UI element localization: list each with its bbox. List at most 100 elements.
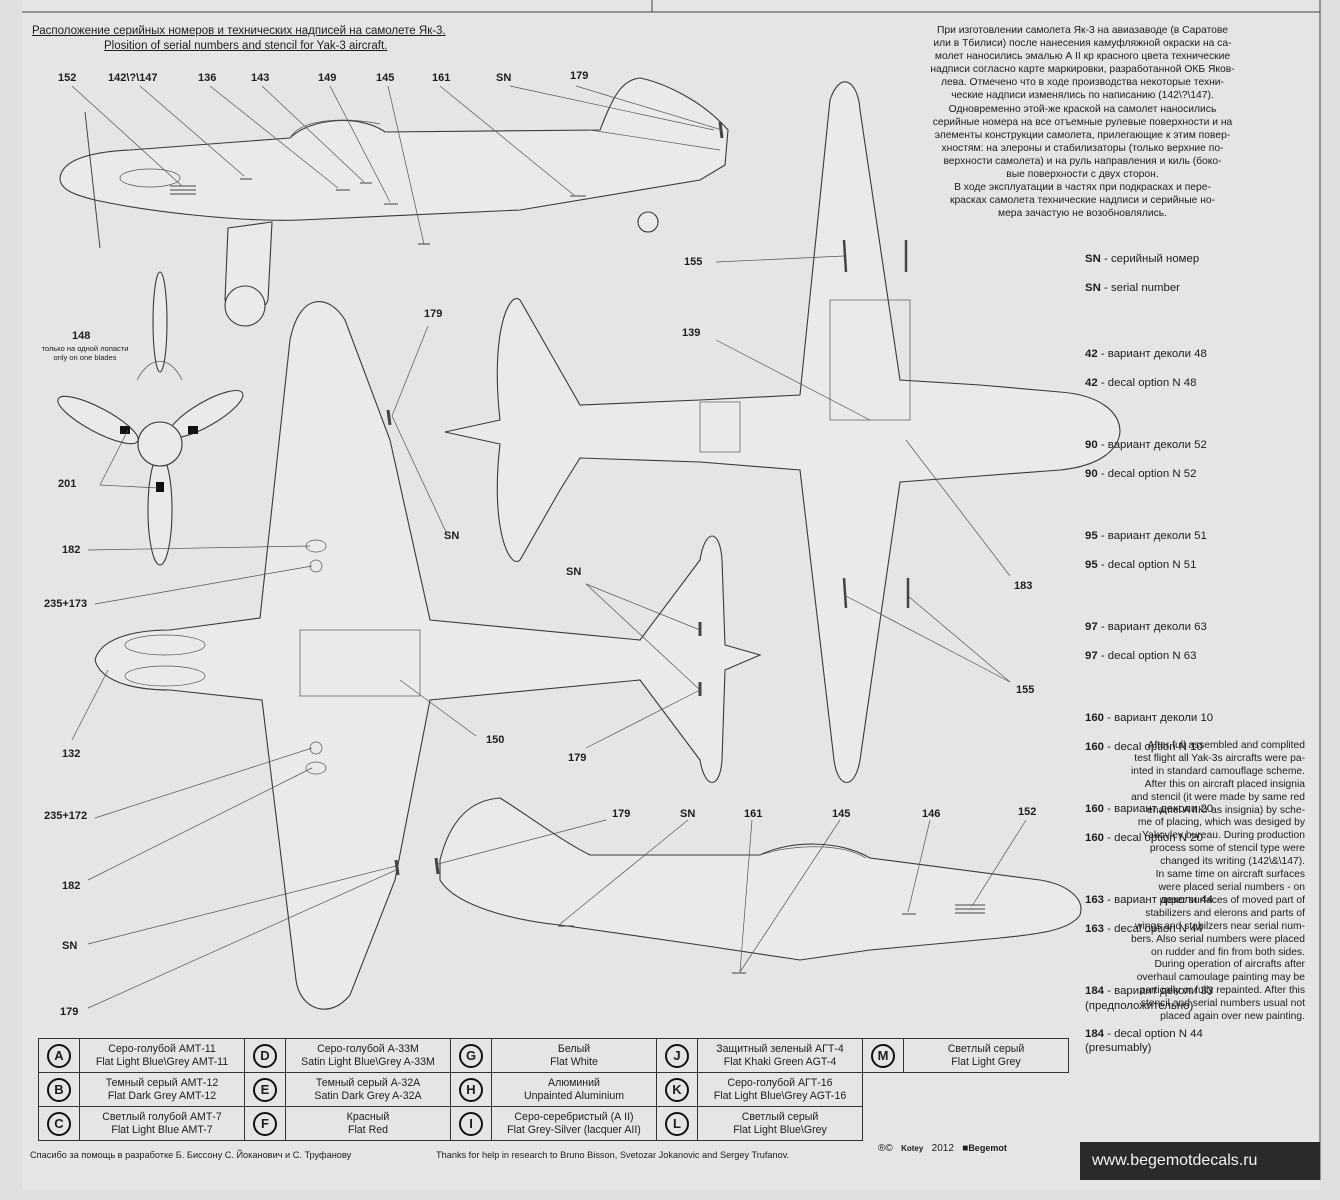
callout-235-173: 235+173: [44, 598, 88, 610]
legend-entry: 160 - вариант деколи 10 160 - decal opti…: [1085, 697, 1285, 768]
title-en: Plosition of serial numbers and stencil …: [104, 40, 388, 52]
legend-code: 184: [1085, 985, 1105, 998]
callout-sn-e: SN: [680, 808, 696, 820]
color-name-ru: Светлый серый: [947, 1042, 1025, 1055]
legend-code: 42: [1085, 348, 1098, 361]
legend-line-ru: 160 - вариант деколи 20: [1085, 803, 1214, 816]
copyright-symbols: ®©: [878, 1143, 893, 1154]
color-name-ru: Серо-голубой АМТ-11: [108, 1042, 216, 1055]
website-link[interactable]: www.begemotdecals.ru: [1092, 1152, 1258, 1169]
callout-161-b: 161: [744, 808, 763, 820]
callout-136: 136: [198, 72, 217, 84]
color-name-en: Flat Light Blue\Grey AMT-11: [95, 1055, 229, 1068]
callout-201: 201: [58, 478, 77, 490]
legend-code: SN: [1085, 253, 1101, 266]
legend-text-ru: вариант деколи 44: [1114, 894, 1214, 907]
color-name-ru: Темный серый А-32А: [315, 1076, 421, 1089]
legend-entry: 163 - вариант деколи 44 163 - decal opti…: [1085, 879, 1285, 950]
color-code-cell: A: [38, 1038, 80, 1073]
notes-ru: При изготовлении самолета Як-3 на авиаза…: [930, 25, 1235, 220]
legend-line-ru: 184 - вариант деколи 33 (предположительн…: [1085, 985, 1214, 1012]
color-code-badge: M: [871, 1043, 895, 1068]
side-view-right: [434, 797, 1082, 974]
legend-code: 95: [1085, 530, 1098, 543]
legend-line-en: 160 - decal option N 20: [1085, 831, 1203, 844]
legend-entry: SN - серийный номер SN - serial number: [1085, 238, 1285, 309]
callout-148-note: только на одной лопасти only on one blad…: [30, 344, 140, 362]
legend-code: 97: [1085, 621, 1098, 634]
callout-148: 148: [72, 330, 91, 342]
callout-152: 152: [58, 72, 77, 84]
publisher-mark: ®© Kotey 2012 ■Begemot: [878, 1143, 1007, 1154]
legend-line-ru: 97 - вариант деколи 63: [1085, 621, 1207, 634]
callout-143: 143: [251, 72, 270, 84]
legend-code: 160: [1085, 803, 1105, 816]
color-code-cell: K: [656, 1072, 698, 1107]
legend-line-en: 97 - decal option N 63: [1085, 649, 1197, 662]
callout-139: 139: [682, 327, 701, 339]
legend-text-en: serial number: [1110, 281, 1180, 294]
thanks-ru: Спасибо за помощь в разработке Б. Биссон…: [30, 1150, 352, 1160]
color-name-en: Flat White: [550, 1055, 598, 1068]
callout-sn-c: SN: [444, 530, 460, 542]
legend-code: SN: [1085, 281, 1101, 294]
legend-text-ru: вариант деколи 52: [1107, 439, 1207, 452]
legend-text-en: decal option N 48: [1107, 376, 1197, 389]
legend-text-ru: вариант деколи 10: [1114, 712, 1214, 725]
color-code-cell: D: [244, 1038, 286, 1073]
color-name-en: Satin Light Blue\Grey A-33M: [301, 1055, 435, 1068]
callout-179-b: 179: [60, 1006, 79, 1018]
legend-text-en: decal option N 10: [1114, 740, 1203, 753]
legend-text-en: decal option N 63: [1107, 649, 1197, 662]
callout-179-e: 179: [612, 808, 631, 820]
legend-text-ru: серийный номер: [1110, 253, 1200, 266]
legend-line-ru: SN - серийный номер: [1085, 253, 1200, 266]
decal-legend: SN - серийный номер SN - serial number 4…: [1085, 238, 1285, 1090]
legend-text-ru: вариант деколи 51: [1107, 530, 1207, 543]
color-name-ru: Светлый серый: [741, 1110, 819, 1123]
color-name-en: Satin Dark Grey A-32A: [314, 1089, 422, 1102]
color-code-badge: D: [253, 1043, 277, 1068]
legend-line-en: SN - serial number: [1085, 281, 1180, 294]
color-name-ru: Красный: [346, 1110, 390, 1123]
color-name-ru: Серо-голубой А-33М: [317, 1042, 419, 1055]
callout-161: 161: [432, 72, 451, 84]
legend-code: 90: [1085, 467, 1098, 480]
color-name-ru: Темный серый АМТ-12: [105, 1076, 219, 1089]
color-code-badge: C: [47, 1111, 71, 1136]
title-ru: Расположение серийных номеров и техничес…: [32, 25, 446, 37]
legend-entry: 97 - вариант деколи 63 97 - decal option…: [1085, 606, 1285, 677]
color-name-ru: Серо-голубой АГТ-16: [727, 1076, 833, 1089]
color-name-en: Flat Light Blue\Grey: [733, 1123, 827, 1136]
color-name-en: Flat Khaki Green AGT-4: [723, 1055, 837, 1068]
legend-line-en: 95 - decal option N 51: [1085, 558, 1197, 571]
color-name-ru: Защитный зеленый АГТ-4: [716, 1042, 844, 1055]
top-view: [94, 301, 762, 1010]
color-name-ru: Светлый голубой АМТ-7: [102, 1110, 222, 1123]
legend-entry: 95 - вариант деколи 51 95 - decal option…: [1085, 515, 1285, 586]
thanks-en: Thanks for help in research to Bruno Bis…: [436, 1150, 790, 1160]
callout-142: 142\?\147: [108, 72, 158, 84]
legend-line-en: 42 - decal option N 48: [1085, 376, 1197, 389]
legend-line-ru: 95 - вариант деколи 51: [1085, 530, 1207, 543]
legend-line-en: 160 - decal option N 10: [1085, 740, 1203, 753]
legend-entry: 160 - вариант деколи 20 160 - decal opti…: [1085, 788, 1285, 859]
callout-152-b: 152: [1018, 806, 1037, 818]
color-code-badge: E: [253, 1077, 277, 1102]
color-code-badge: G: [459, 1043, 483, 1068]
callout-150: 150: [486, 734, 505, 746]
legend-code: 160: [1085, 740, 1105, 753]
legend-line-en: 90 - decal option N 52: [1085, 467, 1197, 480]
color-code-cell: G: [450, 1038, 492, 1073]
